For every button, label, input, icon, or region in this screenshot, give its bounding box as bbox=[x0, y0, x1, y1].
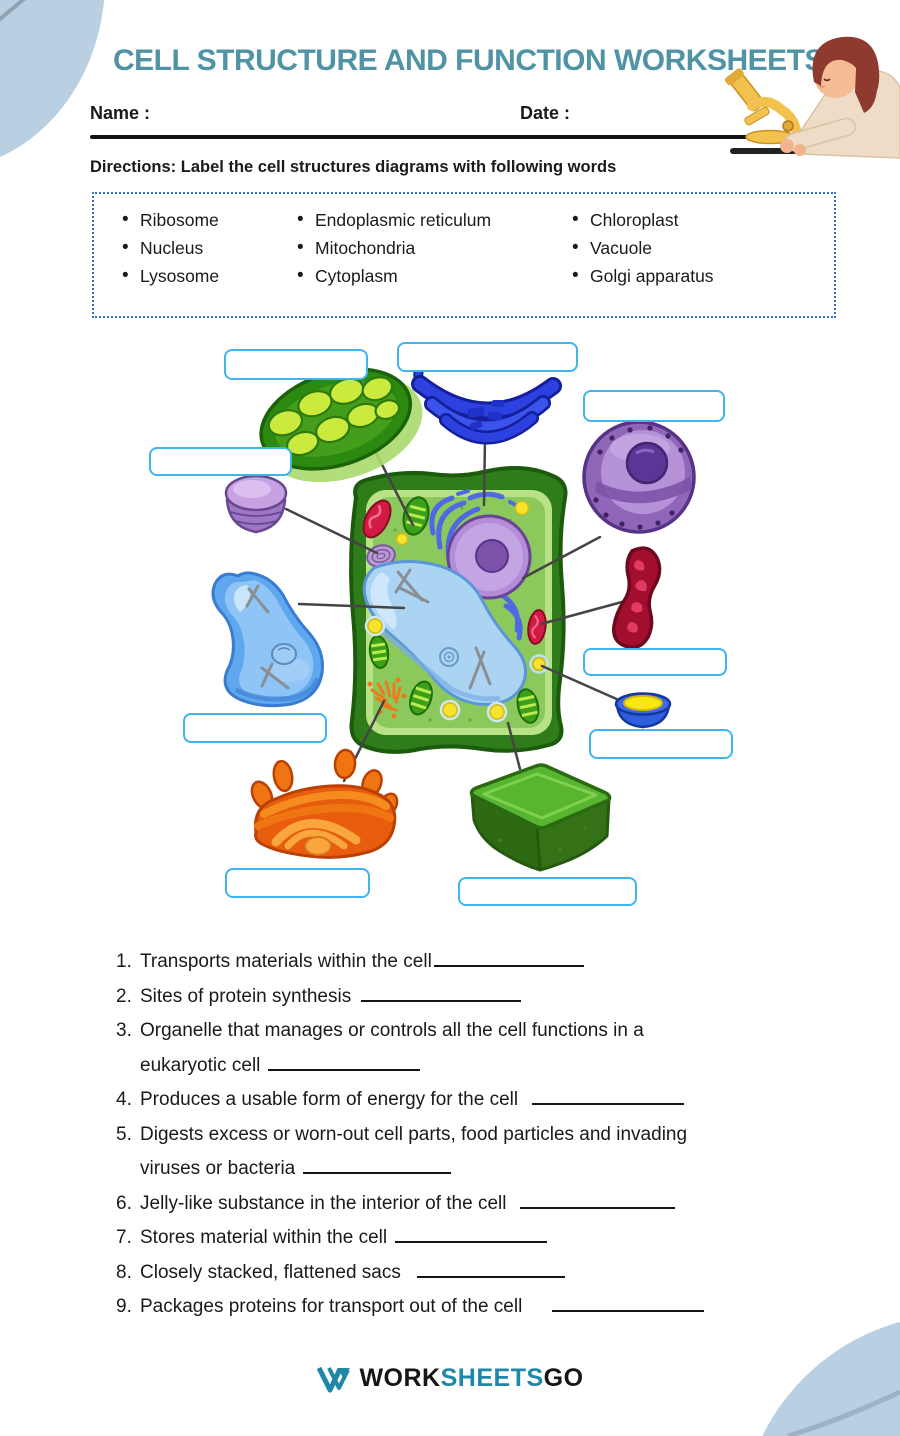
label-box-3[interactable] bbox=[583, 390, 725, 422]
question-number: 2. bbox=[116, 985, 132, 1007]
question-text: eukaryotic cell bbox=[140, 1054, 261, 1076]
name-label: Name : bbox=[90, 103, 151, 123]
word-bank-item: Golgi apparatus bbox=[572, 262, 834, 290]
organelle-cell-wall bbox=[469, 763, 612, 872]
girl-figure bbox=[780, 36, 900, 159]
questions-list: 1. Transports materials within the cell 2… bbox=[0, 945, 830, 1325]
organelle-endoplasmic-reticulum bbox=[411, 361, 562, 445]
brand-text: WORKSHEETSGO bbox=[359, 1364, 584, 1392]
word-bank: Ribosome Nucleus Lysosome Endoplasmic re… bbox=[92, 192, 836, 318]
answer-blank[interactable] bbox=[416, 1260, 565, 1278]
organelle-mitochondria bbox=[611, 546, 662, 650]
question-2: 2. Sites of protein synthesis bbox=[0, 980, 830, 1015]
answer-blank[interactable] bbox=[552, 1294, 705, 1312]
organelle-vacuole bbox=[211, 571, 324, 708]
question-7: 7. Stores material within the cell bbox=[0, 1221, 830, 1256]
question-text: Organelle that manages or controls all t… bbox=[140, 1020, 644, 1041]
label-box-8[interactable] bbox=[225, 868, 370, 898]
question-5: 5. Digests excess or worn-out cell parts,… bbox=[0, 1118, 830, 1187]
organelle-golgi-apparatus bbox=[250, 748, 399, 859]
label-box-5[interactable] bbox=[583, 648, 727, 676]
name-date-writing-line[interactable] bbox=[90, 135, 812, 139]
word-bank-item: Mitochondria bbox=[297, 234, 572, 262]
corner-blob-top-left bbox=[0, 0, 105, 157]
internal-vacuole bbox=[362, 559, 528, 706]
question-number: 1. bbox=[116, 951, 132, 972]
question-6: 6. Jelly-like substance in the interior o… bbox=[0, 1187, 830, 1222]
answer-blank[interactable] bbox=[433, 949, 584, 967]
question-number: 7. bbox=[116, 1227, 132, 1248]
question-text: viruses or bacteria bbox=[140, 1158, 296, 1179]
plant-cell bbox=[349, 466, 568, 754]
question-number: 8. bbox=[116, 1261, 132, 1283]
directions-text: Directions: Label the cell structures di… bbox=[90, 158, 617, 176]
question-4: 4. Produces a usable form of energy for t… bbox=[0, 1083, 830, 1118]
question-text: Transports materials within the cell bbox=[140, 951, 432, 972]
word-bank-item: Lysosome bbox=[122, 262, 297, 290]
question-number: 3. bbox=[116, 1020, 132, 1041]
internal-mitochondria-right bbox=[527, 609, 547, 645]
question-number: 4. bbox=[116, 1089, 132, 1110]
organelle-ribosome-dish bbox=[614, 692, 672, 729]
question-number: 6. bbox=[116, 1192, 132, 1214]
internal-orange-golgi bbox=[367, 677, 407, 719]
word-bank-item: Ribosome bbox=[122, 206, 297, 234]
internal-chloroplast bbox=[402, 496, 430, 536]
question-text: Produces a usable form of energy for the… bbox=[140, 1089, 519, 1110]
question-1: 1. Transports materials within the cell bbox=[0, 945, 830, 980]
word-bank-item: Vacuole bbox=[572, 234, 834, 262]
question-number: 5. bbox=[116, 1123, 132, 1145]
answer-blank[interactable] bbox=[361, 984, 522, 1002]
question-text: Digests excess or worn-out cell parts, f… bbox=[140, 1123, 688, 1145]
label-box-9[interactable] bbox=[458, 877, 637, 906]
answer-blank[interactable] bbox=[268, 1053, 421, 1071]
question-text: Jelly-like substance in the interior of … bbox=[140, 1192, 507, 1214]
date-label: Date : bbox=[520, 103, 571, 123]
label-box-7[interactable] bbox=[589, 729, 733, 759]
footer-logo: WORKSHEETSGO bbox=[0, 1364, 900, 1393]
organelle-nucleus bbox=[582, 420, 696, 534]
question-9: 9. Packages proteins for transport out of… bbox=[0, 1290, 830, 1325]
word-bank-item: Cytoplasm bbox=[297, 262, 572, 290]
label-box-2[interactable] bbox=[397, 342, 578, 372]
cell-diagram-art bbox=[211, 361, 696, 872]
answer-blank[interactable] bbox=[532, 1087, 685, 1105]
label-box-6[interactable] bbox=[183, 713, 327, 743]
answer-blank[interactable] bbox=[395, 1225, 548, 1243]
worksheetsgo-logo-icon bbox=[317, 1366, 351, 1392]
internal-mitochondria bbox=[362, 499, 392, 539]
word-bank-item: Nucleus bbox=[122, 234, 297, 262]
connector-lines bbox=[284, 436, 635, 783]
organelle-lysosome bbox=[224, 474, 288, 534]
question-text: Closely stacked, flattened sacs bbox=[140, 1261, 401, 1283]
word-bank-item: Endoplasmic reticulum bbox=[297, 206, 572, 234]
question-8: 8. Closely stacked, flattened sacs bbox=[0, 1256, 830, 1291]
label-box-4[interactable] bbox=[149, 447, 292, 476]
internal-nucleus bbox=[446, 514, 532, 600]
question-text: Stores material within the cell bbox=[140, 1227, 388, 1248]
question-number: 9. bbox=[116, 1296, 132, 1317]
worksheet-title: CELL STRUCTURE AND FUNCTION WORKSHEETS bbox=[113, 44, 825, 77]
cell-diagram bbox=[0, 330, 900, 930]
question-text: Packages proteins for transport out of t… bbox=[140, 1296, 523, 1317]
internal-ribosomes bbox=[364, 500, 549, 723]
question-text: Sites of protein synthesis bbox=[140, 985, 352, 1007]
answer-blank[interactable] bbox=[520, 1191, 676, 1209]
question-3: 3. Organelle that manages or controls all… bbox=[0, 1014, 830, 1083]
scientist-illustration bbox=[724, 36, 900, 159]
label-box-1[interactable] bbox=[224, 349, 368, 380]
word-bank-item: Chloroplast bbox=[572, 206, 834, 234]
answer-blank[interactable] bbox=[303, 1156, 452, 1174]
internal-chloroplasts bbox=[368, 635, 540, 724]
organelle-chloroplast bbox=[259, 367, 423, 483]
